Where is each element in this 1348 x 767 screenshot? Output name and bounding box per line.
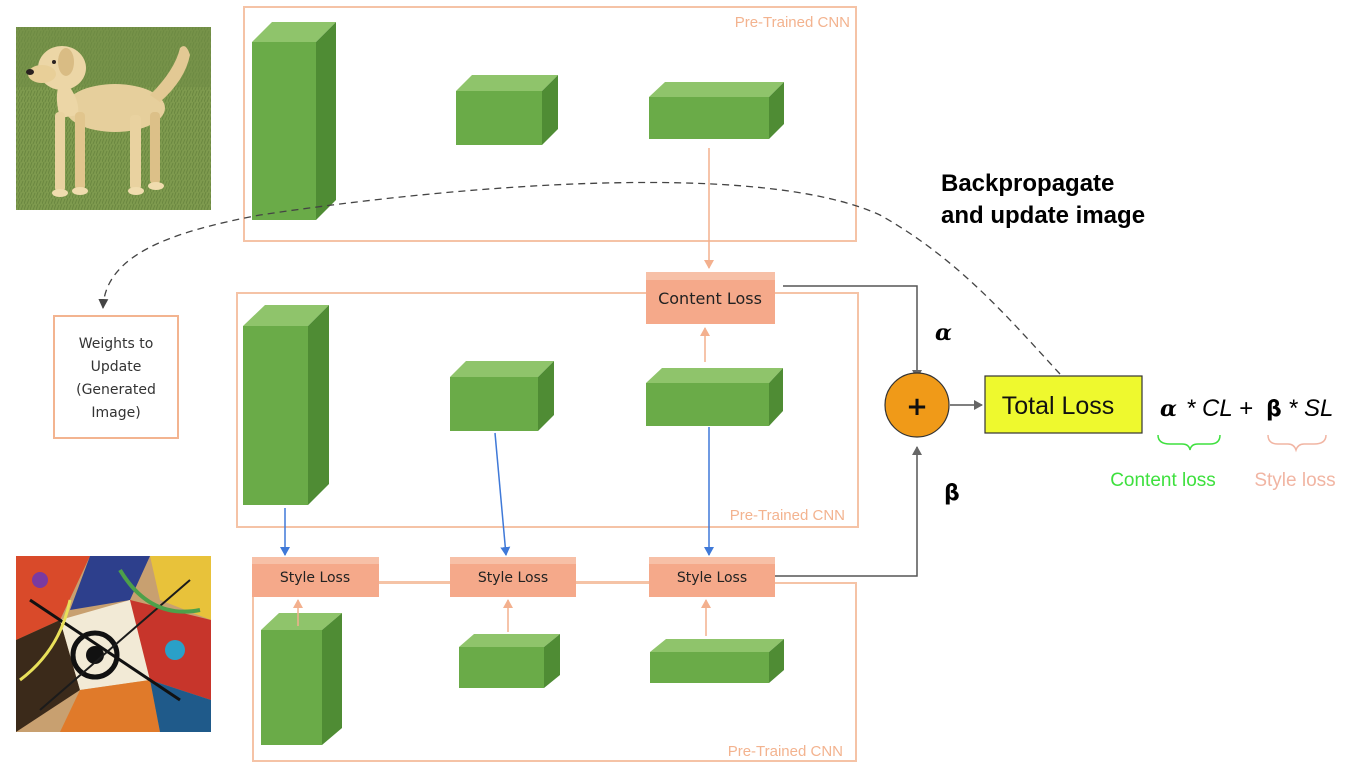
layer-block <box>456 75 558 145</box>
content-brace <box>1157 434 1221 451</box>
formula-beta: β <box>1266 397 1282 422</box>
arrow <box>494 432 511 556</box>
style-image <box>16 556 211 732</box>
style-loss-box: Style Loss <box>450 557 576 597</box>
layer-block <box>459 634 560 688</box>
middle-cnn-frame <box>236 292 859 528</box>
layer-block <box>650 639 784 683</box>
layer-block <box>450 361 554 431</box>
formula-sl: * SL <box>1288 395 1333 422</box>
style-loss-box: Style Loss <box>649 557 775 597</box>
style-loss-label: Style Loss <box>677 570 747 586</box>
layer-block <box>261 613 342 745</box>
beta-label: β <box>944 481 960 506</box>
layer-block <box>243 305 329 505</box>
top-cnn-label: Pre-Trained CNN <box>735 14 850 31</box>
style-loss-box: Style Loss <box>252 557 379 597</box>
alpha-arrow <box>783 285 922 379</box>
formula-cl: * CL + <box>1186 395 1253 422</box>
content-image <box>16 27 211 210</box>
dog-illustration <box>26 46 190 197</box>
middle-cnn-label: Pre-Trained CNN <box>730 507 845 524</box>
backprop-dashed-arrow <box>98 181 1061 375</box>
plus-symbol: + <box>906 392 928 422</box>
style-brace <box>1267 434 1327 453</box>
style-loss-label: Style Loss <box>478 570 548 586</box>
total-loss-box: Total Loss <box>984 375 1143 434</box>
weights-line: Update <box>91 359 142 375</box>
weights-box: Weights to Update (Generated Image) <box>53 315 179 439</box>
content-loss-label: Content Loss <box>658 289 762 308</box>
layer-block <box>646 368 783 426</box>
sum-node: + <box>884 372 950 438</box>
alpha-label: α <box>935 320 952 346</box>
top-cnn-frame <box>243 6 857 242</box>
backprop-line-2: and update image <box>941 202 1145 229</box>
weights-line: Weights to <box>79 336 154 352</box>
bottom-cnn-label: Pre-Trained CNN <box>728 743 843 760</box>
formula-alpha: α <box>1160 396 1177 422</box>
layer-block <box>252 22 336 220</box>
style-loss-label: Style Loss <box>280 570 350 586</box>
backprop-line-1: Backpropagate <box>941 170 1114 197</box>
style-loss-caption: Style loss <box>1254 470 1335 491</box>
layer-block <box>649 82 784 139</box>
loss-formula: α * CL + β * SL <box>1160 395 1333 422</box>
content-loss-box: Content Loss <box>646 272 775 324</box>
total-loss-label: Total Loss <box>1002 392 1115 420</box>
beta-arrow <box>775 446 922 577</box>
weights-line: Image) <box>91 405 140 421</box>
weights-line: (Generated <box>76 382 156 398</box>
content-loss-caption: Content loss <box>1110 470 1216 491</box>
